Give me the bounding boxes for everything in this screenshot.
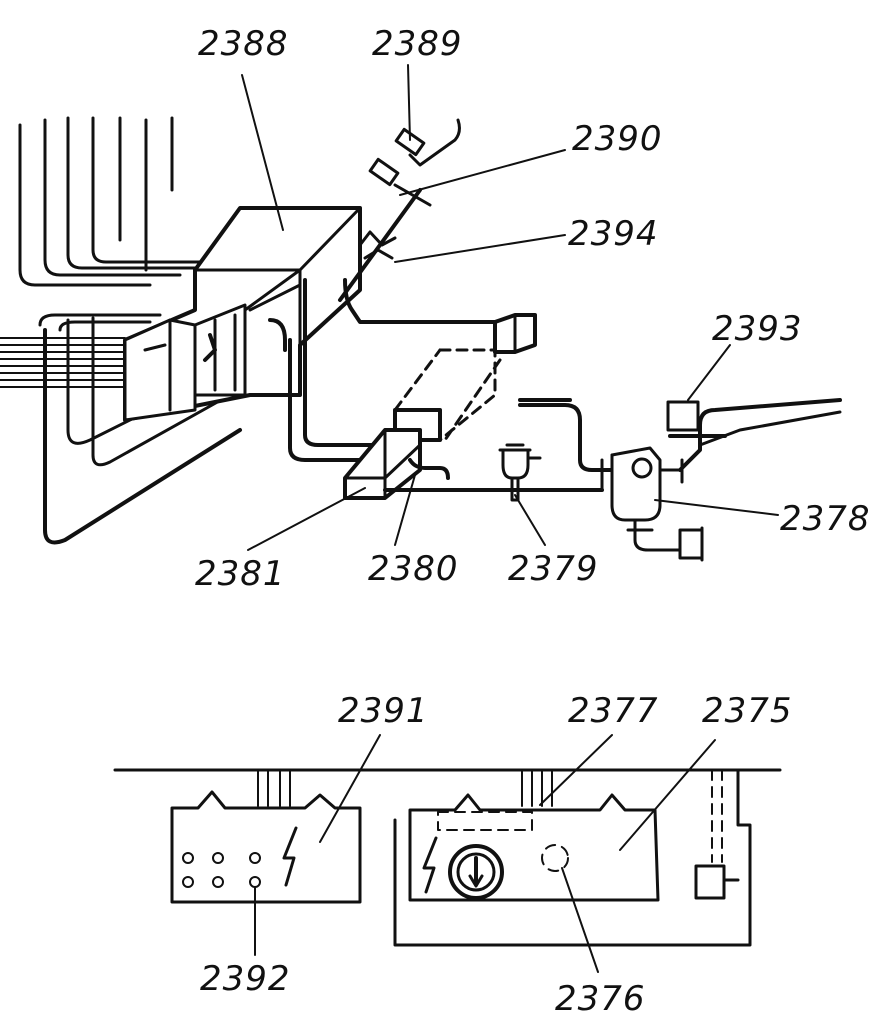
label-2381: 2381 — [195, 554, 286, 594]
lightning-icon — [422, 836, 438, 894]
label-2388: 2388 — [198, 24, 289, 64]
label-2376: 2376 — [555, 979, 646, 1019]
label-2394: 2394 — [568, 214, 659, 254]
label-2379: 2379 — [508, 549, 599, 589]
box-2393 — [666, 400, 727, 438]
gauge-icon — [448, 844, 504, 900]
lower-cable-loops — [38, 313, 242, 545]
horizontal-wire-bundle — [0, 337, 126, 388]
label-2389: 2389 — [372, 24, 463, 64]
lightning-icon — [282, 826, 298, 887]
label-2378: 2378 — [780, 499, 871, 539]
pipe-to-valve — [288, 278, 497, 462]
label-2393: 2393 — [712, 309, 803, 349]
left-box-2391 — [170, 734, 381, 956]
label-2380: 2380 — [368, 549, 459, 589]
label-2375: 2375 — [702, 691, 793, 731]
component-2389-2390 — [338, 118, 461, 302]
cabinet-2388 — [123, 206, 362, 422]
vertical-cable-bundle — [18, 116, 217, 287]
valve-2379 — [498, 443, 542, 502]
label-2377: 2377 — [568, 691, 659, 731]
leader-lines-upper — [241, 64, 779, 551]
pump-2378 — [518, 398, 842, 562]
duct-2380-2381 — [343, 313, 604, 500]
label-2391: 2391 — [338, 691, 429, 731]
label-2390: 2390 — [572, 119, 663, 159]
label-2392: 2392 — [200, 959, 291, 999]
